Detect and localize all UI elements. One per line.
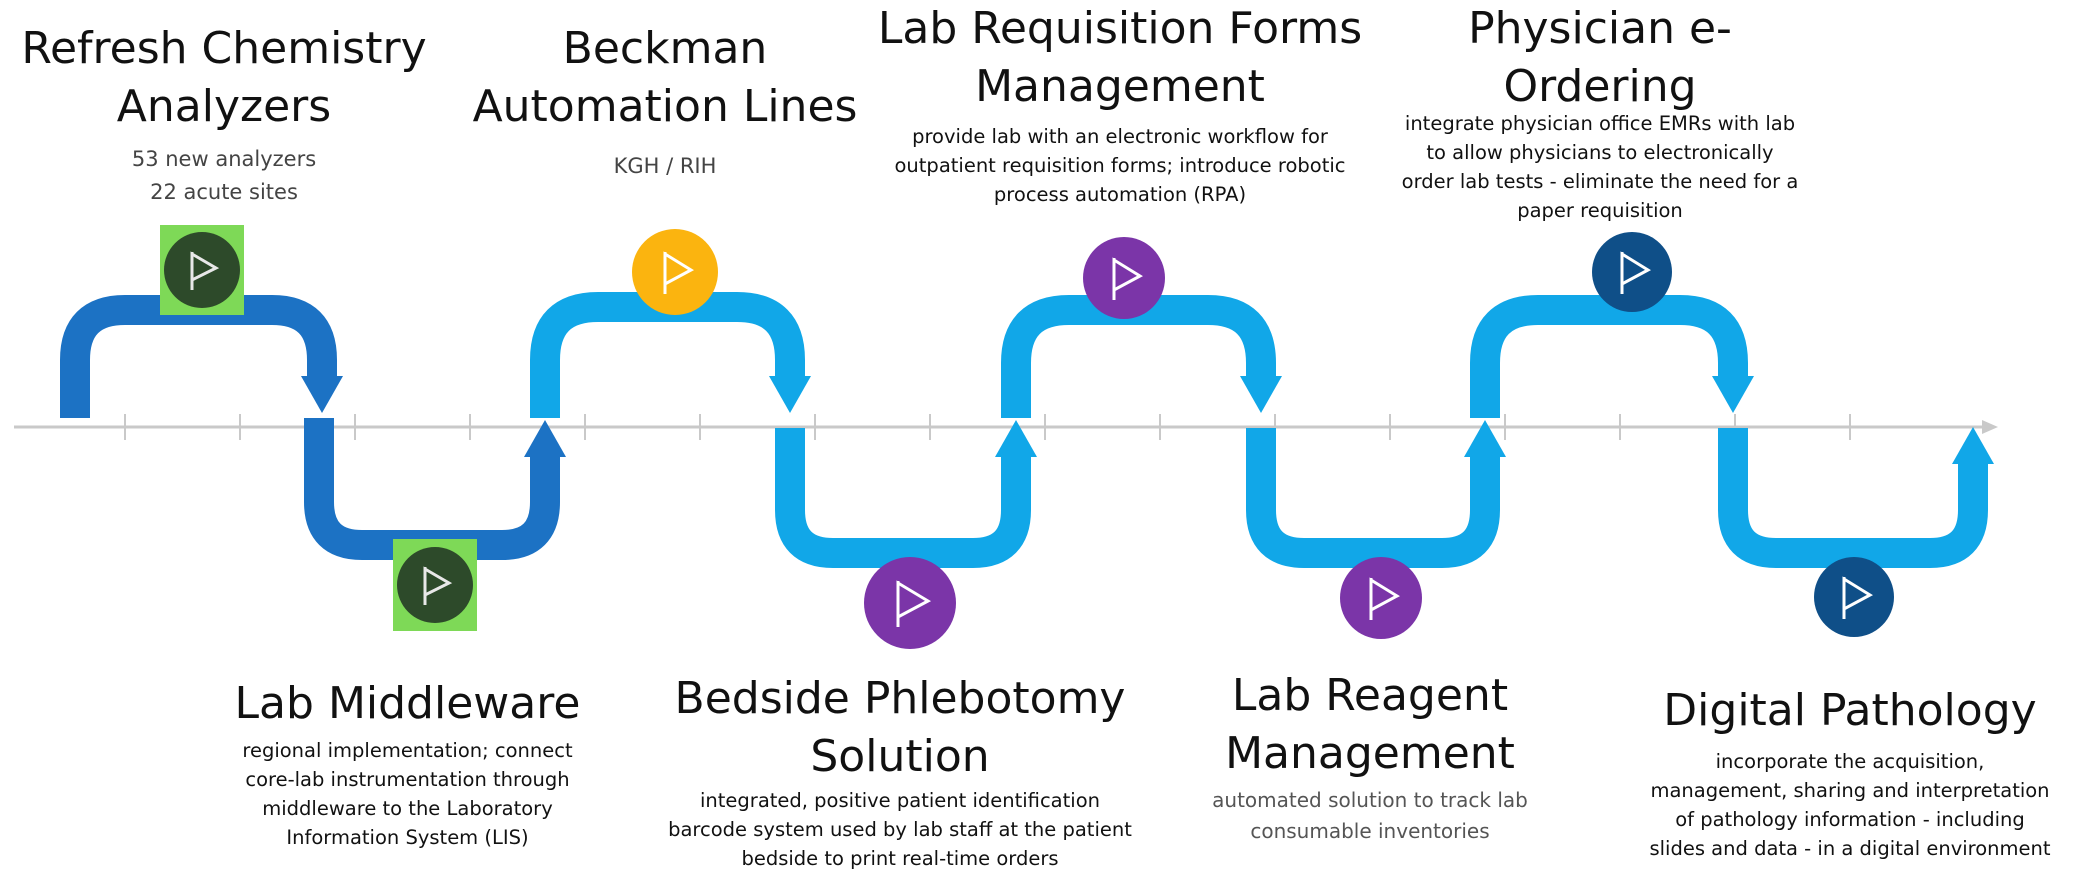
milestone-detail-refresh-chemistry: 53 new analyzers 22 acute sites — [131, 147, 317, 204]
path-arrowhead-up — [1952, 427, 1994, 464]
milestone-detail-bedside-phlebotomy: integrated, positive patient identificat… — [668, 789, 1132, 870]
flag-icon — [1842, 576, 1874, 619]
milestone-marker-lab-middleware — [393, 539, 477, 631]
path-arrowhead-up — [995, 420, 1037, 457]
milestone-title-refresh-chemistry: Refresh Chemistry Analyzers — [21, 23, 427, 132]
path-segment-light — [530, 292, 1988, 568]
flag-icon — [1620, 251, 1652, 294]
milestone-marker-lab-reagent — [1340, 557, 1422, 639]
milestone-title-lab-middleware: Lab Middleware — [234, 678, 581, 729]
path-arrowhead-down — [301, 376, 343, 413]
milestone-detail-lab-middleware: regional implementation; connect core-la… — [242, 739, 573, 849]
path-arrowhead-down — [1712, 376, 1754, 413]
milestone-title-lab-requisition: Lab Requisition Forms Management — [877, 3, 1363, 112]
milestone-detail-digital-pathology: incorporate the acquisition, management,… — [1649, 750, 2051, 860]
flag-icon — [1369, 577, 1401, 620]
milestone-title-beckman: Beckman Automation Lines — [472, 23, 858, 132]
path-arrowhead-down — [769, 376, 811, 413]
milestone-marker-bedside-phlebotomy — [864, 557, 956, 649]
flag-icon — [423, 566, 453, 605]
milestone-marker-lab-requisition — [1083, 237, 1165, 319]
milestone-marker-refresh-chemistry — [160, 225, 244, 315]
flag-icon — [663, 251, 695, 294]
timeline-axis — [14, 414, 1998, 440]
flag-icon — [896, 580, 932, 627]
path-arrowhead-down — [1240, 376, 1282, 413]
milestone-detail-lab-reagent: automated solution to track lab consumab… — [1212, 788, 1528, 843]
milestone-title-lab-reagent: Lab Reagent Management — [1225, 670, 1515, 779]
milestone-detail-beckman: KGH / RIH — [613, 154, 717, 178]
milestone-title-digital-pathology: Digital Pathology — [1663, 685, 2037, 736]
milestone-title-bedside-phlebotomy: Bedside Phlebotomy Solution — [674, 673, 1126, 782]
milestone-marker-physician-eordering — [1592, 232, 1672, 312]
milestone-detail-lab-requisition: provide lab with an electronic workflow … — [894, 125, 1346, 206]
flag-icon — [1112, 257, 1144, 300]
milestone-title-physician-eordering: Physician e- Ordering — [1468, 3, 1732, 112]
flag-icon — [190, 251, 220, 290]
milestone-marker-digital-pathology — [1814, 557, 1894, 637]
milestone-detail-physician-eordering: integrate physician office EMRs with lab… — [1401, 112, 1799, 222]
axis-arrowhead — [1982, 420, 1998, 434]
path-arrowhead-up — [1464, 420, 1506, 457]
milestone-marker-beckman — [632, 229, 718, 315]
path-arrowhead-up — [524, 420, 566, 457]
